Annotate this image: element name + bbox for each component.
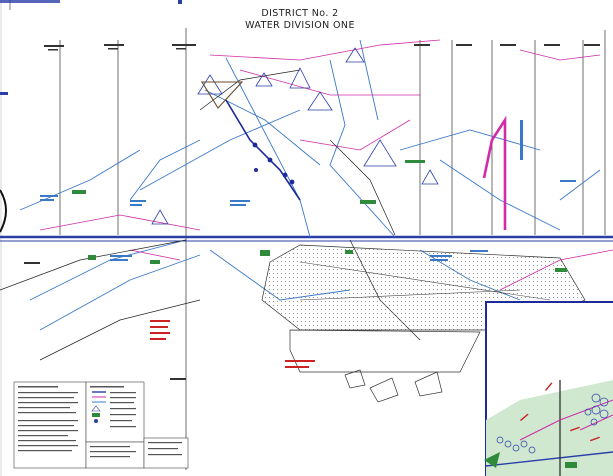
bold-ditch [482,115,507,230]
top-frame [0,0,182,4]
inset-map [484,301,613,476]
main-canal [225,99,301,201]
legend-panel [13,381,189,469]
green-label-boxes [72,160,567,272]
red-annotations [150,320,315,368]
brown-reservoir [201,81,244,109]
map-title: DISTRICT No. 2 WATER DIVISION ONE [170,8,430,32]
column-headers [24,44,600,380]
bottom-shapes [344,369,443,403]
small-labels [40,120,576,261]
reservoir-triangles [151,47,439,225]
division-lines [59,28,606,470]
map-title-line-2: WATER DIVISION ONE [245,20,355,31]
main-river [0,235,613,242]
map-title-line-1: DISTRICT No. 2 [261,8,339,19]
ditch-lines [39,39,613,291]
